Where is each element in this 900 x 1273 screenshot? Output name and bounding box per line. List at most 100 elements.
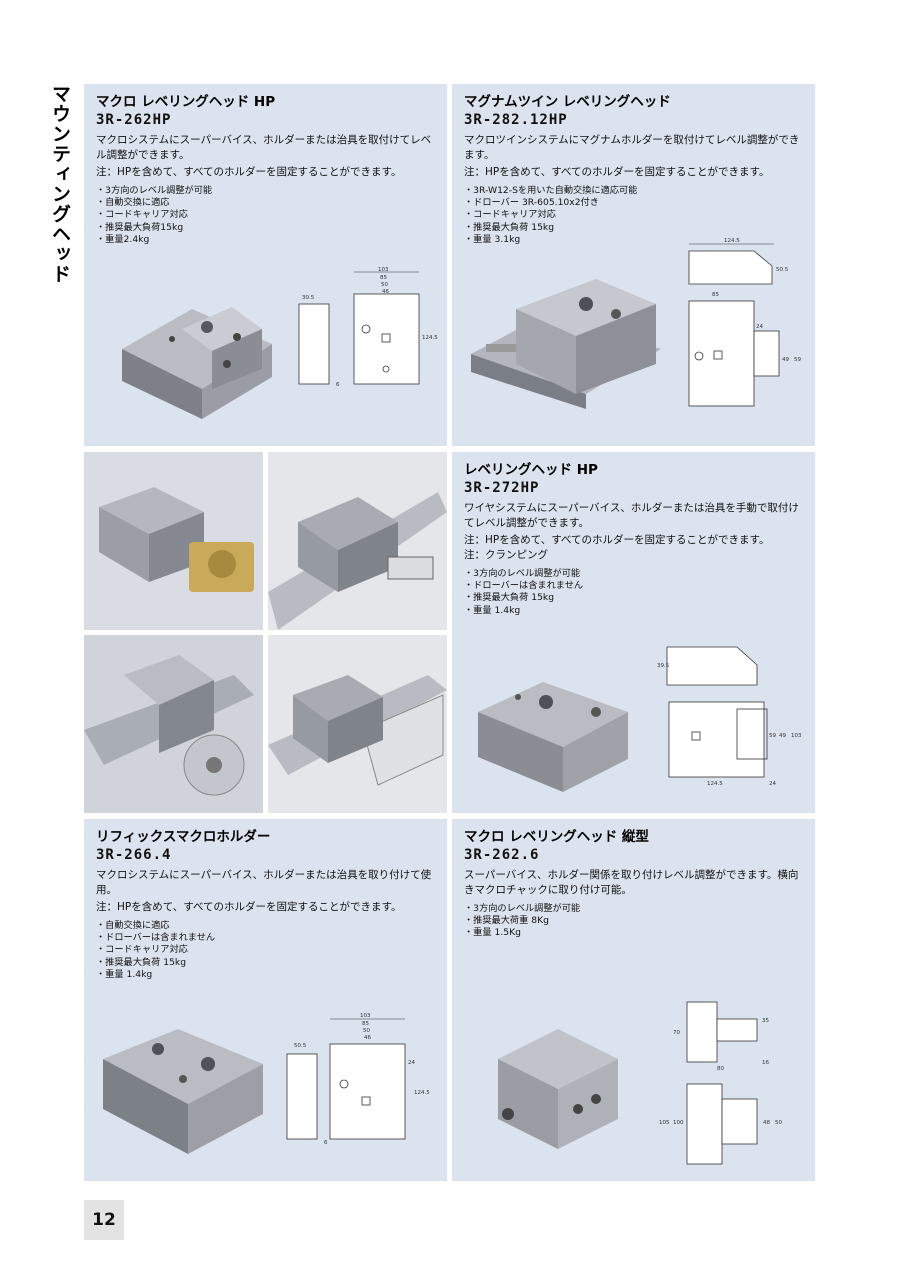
product-description: スーパーバイス、ホルダー関係を取り付けレベル調整ができます。横向きマクロチャック… [464, 869, 799, 896]
dim-label: 59 [769, 733, 776, 739]
product-note: 注：HPを含めて、すべてのホルダーを固定することができます。 [96, 166, 402, 178]
application-photo-4 [268, 635, 447, 813]
spec-item: ・推奨最大荷重 8Kg [464, 915, 549, 927]
dim-label: 49 [779, 733, 786, 739]
product-description: マクロツインシステムにマグナムホルダーを取付けてレベル調整ができます。 [464, 134, 800, 161]
dim-label: 39.5 [657, 663, 670, 669]
spec-item: ・3方向のレベル調整が可能 [96, 185, 213, 196]
spec-item: ・重量 1.4kg [464, 604, 521, 616]
spec-list: ・3方向のレベル調整が可能 ・ドローバーは含まれません ・推奨最大負荷 15kg… [464, 568, 805, 617]
spec-list: ・3方向のレベル調整が可能 ・推奨最大荷重 8Kg ・重量 1.5Kg [464, 903, 805, 940]
spec-item: ・コードキャリア対応 [96, 944, 188, 956]
dim-label: 103 [378, 267, 389, 273]
product-text: マクロ レベリングヘッド HP 3R-262HP マクロシステムにスーパーバイス… [96, 94, 437, 246]
application-photo-3 [84, 635, 263, 813]
product-code: 3R-282.12HP [464, 112, 568, 128]
spec-item: ・3方向のレベル調整が可能 [464, 568, 581, 579]
spec-item: ・重量2.4kg [96, 233, 150, 245]
dim-label: 6 [324, 1140, 328, 1146]
spec-item: ・推奨最大負荷 15kg [464, 592, 555, 604]
spec-list: ・3方向のレベル調整が可能 ・自動交換に適応 ・コードキャリア対応 ・推奨最大負… [96, 185, 437, 246]
dim-label: 24 [769, 781, 776, 787]
product-note: 注：HPを含めて、すべてのホルダーを固定することができます。 [464, 534, 770, 546]
product-panel-272hp: レベリングヘッド HP 3R-272HP ワイヤシステムにスーパーバイス、ホルダ… [452, 452, 815, 813]
product-code: 3R-266.4 [96, 847, 172, 863]
product-text: マクロ レベリングヘッド 縦型 3R-262.6 スーパーバイス、ホルダー関係を… [464, 829, 805, 940]
spec-item: ・自動交換に適応 [96, 920, 170, 931]
spec-list: ・自動交換に適応 ・ドローバーは含まれません ・コードキャリア対応 ・推奨最大負… [96, 920, 437, 981]
dim-label: 50.5 [776, 267, 789, 273]
technical-drawing: 70 35 16 80 105 100 48 50 [659, 1001, 782, 1165]
spec-item: ・自動交換に適応 [96, 197, 170, 209]
dim-label: 46 [382, 289, 389, 295]
dim-label: 24 [756, 324, 763, 330]
technical-drawing: 30.5 6 103 85 50 46 124.5 [298, 267, 438, 388]
dim-label: 85 [380, 275, 387, 281]
dim-label: 103 [791, 733, 802, 739]
product-panel-266-4: リフィックスマクロホルダー 3R-266.4 マクロシステムにスーパーバイス、ホ… [84, 819, 447, 1181]
product-text: リフィックスマクロホルダー 3R-266.4 マクロシステムにスーパーバイス、ホ… [96, 829, 437, 981]
dim-label: 70 [673, 1030, 680, 1036]
spec-item: ・推奨最大負荷15kg [96, 221, 184, 233]
page-number: 12 [84, 1200, 124, 1240]
spec-item: ・重量 1.4kg [96, 968, 153, 980]
dim-label: 24 [408, 1060, 415, 1066]
product-code: 3R-262.6 [464, 847, 540, 863]
spec-list: ・3R-W12-Sを用いた自動交換に適応可能 ・ドローバー 3R-605.10x… [464, 185, 805, 246]
dim-label: 124.5 [414, 1090, 430, 1096]
spec-item: ・ドローバーは含まれません [96, 932, 216, 944]
product-title: レベリングヘッド HP [464, 462, 598, 478]
product-text: マグナムツイン レベリングヘッド 3R-282.12HP マクロツインシステムに… [464, 94, 805, 246]
dim-label: 100 [673, 1120, 684, 1126]
dim-label: 50 [363, 1028, 370, 1034]
dim-label: 124.5 [707, 781, 723, 787]
product-photo [122, 307, 272, 419]
dim-label: 48 [763, 1120, 770, 1126]
product-title: リフィックスマクロホルダー [96, 829, 271, 845]
dim-label: 103 [360, 1013, 371, 1019]
product-title: マクロ レベリングヘッド HP [96, 94, 276, 110]
spec-item: ・ドローバー 3R-605.10x2付き [464, 197, 599, 209]
spec-item: ・3R-W12-Sを用いた自動交換に適応可能 [464, 185, 638, 196]
dim-label: 49 [782, 357, 789, 363]
product-panel-262hp: マクロ レベリングヘッド HP 3R-262HP マクロシステムにスーパーバイス… [84, 84, 447, 446]
product-note: 注：クランピング [464, 549, 548, 561]
product-photo [498, 1029, 618, 1149]
technical-drawing: 124.5 50.5 85 24 49 59 [688, 238, 801, 407]
technical-drawing: 39.5 124.5 24 59 49 103 [657, 646, 802, 787]
product-photo [471, 279, 661, 409]
dim-label: 16 [762, 1060, 769, 1066]
product-description: マクロシステムにスーパーバイス、ホルダーまたは治具を取付けてレベル調整ができます… [96, 134, 432, 161]
dim-label: 85 [712, 292, 719, 298]
product-panel-262-6: マクロ レベリングヘッド 縦型 3R-262.6 スーパーバイス、ホルダー関係を… [452, 819, 815, 1181]
product-photo [103, 1029, 263, 1154]
application-photo-2 [268, 452, 447, 630]
dim-label: 59 [794, 357, 801, 363]
product-title: マグナムツイン レベリングヘッド [464, 94, 671, 110]
product-panel-282-12hp: マグナムツイン レベリングヘッド 3R-282.12HP マクロツインシステムに… [452, 84, 815, 446]
dim-label: 80 [717, 1066, 724, 1072]
product-text: レベリングヘッド HP 3R-272HP ワイヤシステムにスーパーバイス、ホルダ… [464, 462, 805, 617]
dim-label: 50 [381, 282, 388, 288]
product-code: 3R-262HP [96, 112, 172, 128]
dim-label: 105 [659, 1120, 670, 1126]
technical-drawing: 50.5 6 103 85 50 46 24 124.5 [286, 1013, 430, 1146]
dim-label: 124.5 [422, 335, 438, 341]
dim-label: 50 [775, 1120, 782, 1126]
product-photo [478, 682, 628, 792]
spec-item: ・推奨最大負荷 15kg [96, 956, 187, 968]
dim-label: 124.5 [724, 238, 740, 244]
dim-label: 35 [762, 1018, 769, 1024]
product-title: マクロ レベリングヘッド 縦型 [464, 829, 649, 845]
spec-item: ・推奨最大負荷 15kg [464, 221, 555, 233]
section-title-vertical: マウンティングヘッド [49, 84, 71, 284]
dim-label: 46 [364, 1035, 371, 1041]
dim-label: 50.5 [294, 1043, 307, 1049]
product-description: ワイヤシステムにスーパーバイス、ホルダーまたは治具を手動で取付けてレベル調整がで… [464, 502, 799, 529]
spec-item: ・重量 3.1kg [464, 233, 521, 245]
spec-item: ・コードキャリア対応 [96, 209, 188, 221]
spec-item: ・ドローバーは含まれません [464, 580, 584, 592]
product-note: 注：HPを含めて、すべてのホルダーを固定することができます。 [464, 166, 770, 178]
spec-item: ・重量 1.5Kg [464, 927, 521, 939]
product-code: 3R-272HP [464, 480, 540, 496]
